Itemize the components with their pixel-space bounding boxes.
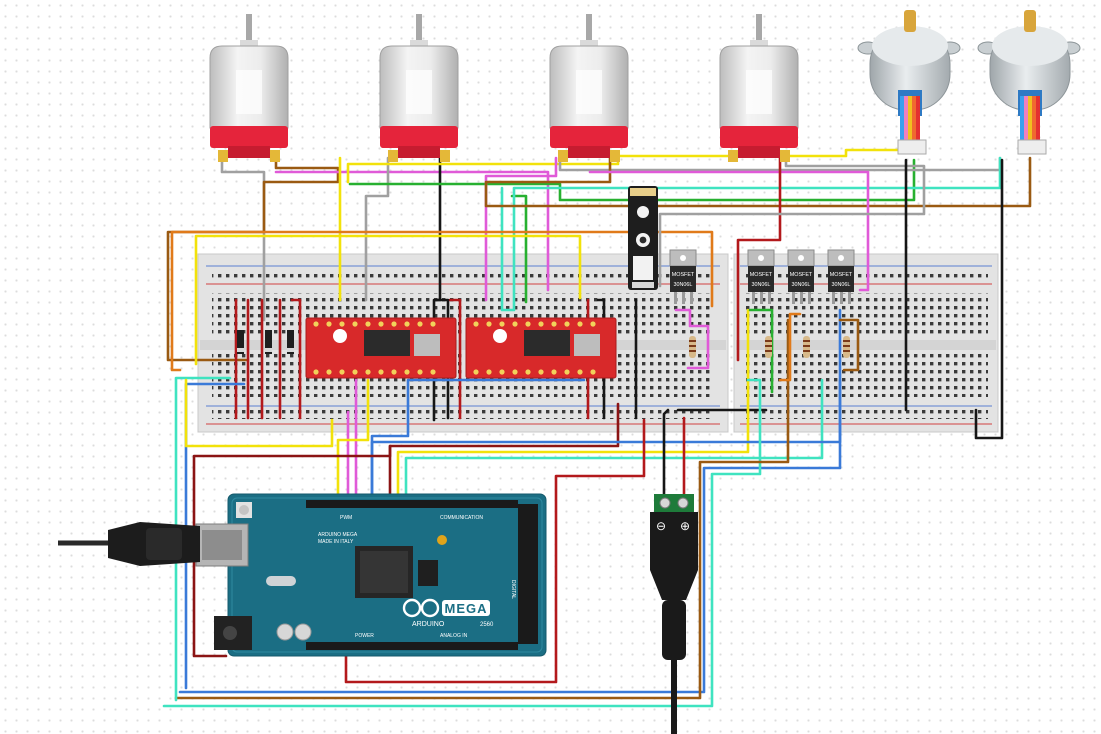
- wire-gray: [658, 154, 926, 288]
- pwm-label: PWM: [340, 515, 352, 521]
- wire-black: [662, 408, 670, 498]
- resistor: [765, 336, 772, 358]
- wire-magenta: [674, 308, 710, 370]
- wire-brown: [174, 318, 790, 700]
- wire-green: [348, 158, 916, 202]
- dc-motors: [209, 14, 799, 162]
- wire-black: [434, 298, 450, 420]
- arduino-mega-board: MEGA 2560 ARDUINO ARDUINO MEGA MADE IN I…: [195, 493, 547, 657]
- power-label: POWER: [355, 633, 374, 639]
- arduino-made2-label: MADE IN ITALY: [318, 539, 354, 545]
- mosfet-label-bottom: 30N06L: [832, 282, 851, 288]
- arduino-model-label: MEGA: [445, 601, 488, 616]
- arduino-sub-label: 2560: [480, 622, 494, 628]
- mosfet-label-top: MOSFET: [672, 272, 695, 278]
- wire-red: [290, 298, 302, 420]
- mosfet-1: MOSFET 30N06L: [669, 249, 697, 304]
- wires: [162, 148, 1032, 708]
- resistor: [843, 336, 850, 358]
- motor-driver-2: [465, 317, 617, 379]
- wire-black: [596, 298, 606, 420]
- arduino-logo: [402, 598, 490, 618]
- wire-green: [748, 308, 774, 394]
- wire-yellow: [184, 378, 334, 448]
- diodes-and-resistors: [237, 330, 850, 358]
- wire-magenta: [588, 170, 870, 292]
- wire-brown: [838, 318, 860, 372]
- motor-2: [379, 14, 459, 162]
- mosfet-label-bottom: 30N06L: [674, 282, 693, 288]
- wire-yellow: [336, 378, 370, 502]
- wire-gray: [364, 156, 390, 302]
- wire-green: [510, 194, 528, 304]
- wire-darkred: [388, 402, 620, 502]
- mosfet-3: MOSFET 30N06L: [787, 249, 815, 304]
- stepper-2: [977, 10, 1081, 155]
- jack-minus-label: ⊖: [656, 519, 666, 533]
- motor-4: [719, 14, 799, 162]
- mosfet-label-top: MOSFET: [750, 272, 773, 278]
- wire-red: [736, 156, 782, 362]
- usb-cable: [58, 522, 200, 566]
- motor-drivers: [305, 317, 617, 379]
- wire-brown: [484, 156, 1032, 208]
- wire-orange: [778, 312, 802, 382]
- diode: [265, 330, 272, 354]
- wire-orange: [170, 230, 714, 372]
- wire-red: [344, 418, 646, 684]
- mosfet-label-top: MOSFET: [790, 272, 813, 278]
- arduino-made-label: ARDUINO MEGA: [318, 532, 358, 538]
- wire-cyan: [404, 378, 824, 502]
- arduino-brand-label: ARDUINO: [412, 621, 445, 628]
- wire-darkred: [192, 444, 392, 658]
- digital-label: DIGITAL: [510, 580, 516, 599]
- wire-yellow: [194, 234, 582, 366]
- wire-black: [974, 158, 1004, 440]
- wire-blue: [178, 378, 842, 694]
- analog-in-label: ANALOG IN: [440, 633, 468, 639]
- mosfet-label-bottom: 30N06L: [752, 282, 771, 288]
- sensor-module: [628, 186, 658, 290]
- diode: [287, 330, 294, 354]
- resistor: [689, 336, 696, 358]
- wire-cyan: [174, 376, 232, 702]
- dc-power-jack: ⊖ ⊕: [650, 494, 698, 734]
- wire-cyan: [500, 156, 1002, 312]
- motor-1: [209, 14, 289, 162]
- wire-blue: [370, 308, 842, 502]
- mosfets: MOSFET30N06LMOSFET30N06LMOSFET30N06LMOSF…: [669, 249, 855, 304]
- mosfet-4: MOSFET 30N06L: [827, 249, 855, 304]
- wire-brown: [166, 156, 340, 362]
- stepper-motors: [857, 10, 1081, 155]
- jack-plus-label: ⊕: [680, 519, 690, 533]
- motor-3: [549, 14, 629, 162]
- wire-red: [448, 298, 462, 420]
- mosfet-2: MOSFET 30N06L: [747, 249, 775, 304]
- mosfet-label-bottom: 30N06L: [792, 282, 811, 288]
- stepper-1: [857, 10, 961, 155]
- wire-magenta: [484, 156, 558, 302]
- wire-cyan: [162, 378, 762, 708]
- resistor: [803, 336, 810, 358]
- mosfet-label-top: MOSFET: [830, 272, 853, 278]
- wire-gray: [220, 156, 266, 322]
- diode: [237, 330, 244, 354]
- motor-driver-1: [305, 317, 457, 379]
- breadboard-right: [733, 253, 999, 433]
- wire-magenta: [274, 170, 550, 292]
- communication-label: COMMUNICATION: [440, 515, 483, 521]
